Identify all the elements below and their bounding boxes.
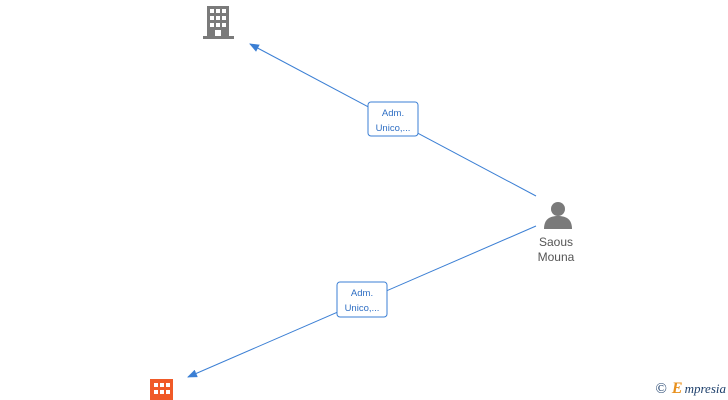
person-node[interactable] xyxy=(544,202,572,229)
company-node-top[interactable] xyxy=(203,6,234,39)
edge-person-to-company-bottom[interactable]: Adm. Unico,... xyxy=(187,225,537,378)
edge-label-box-top xyxy=(367,101,419,137)
person-name-line1: Saous xyxy=(538,235,574,249)
brand-initial: E xyxy=(671,380,683,397)
edge-label-bottom[interactable]: Adm. Unico,... xyxy=(336,281,388,318)
brand-name: mpresia xyxy=(684,381,726,396)
edge-label-bottom-line2: Unico,... xyxy=(345,303,380,314)
building-icon xyxy=(150,379,173,400)
person-name-label[interactable]: Saous Mouna xyxy=(516,235,596,265)
edge-label-top-line2: Unico,... xyxy=(376,123,411,134)
person-name-line2: Mouna xyxy=(537,250,575,264)
edge-person-to-company-top[interactable]: Adm. Unico,... xyxy=(249,43,537,197)
edge-label-bottom-line1: Adm. xyxy=(351,288,373,299)
company-node-bottom[interactable] xyxy=(150,379,173,400)
edge-label-box-bottom xyxy=(336,281,388,318)
building-icon xyxy=(203,6,234,39)
person-icon xyxy=(544,202,572,229)
edge-label-top-line1: Adm. xyxy=(382,108,404,119)
copyright-symbol: © xyxy=(655,380,667,397)
edge-label-top[interactable]: Adm. Unico,... xyxy=(367,101,419,137)
